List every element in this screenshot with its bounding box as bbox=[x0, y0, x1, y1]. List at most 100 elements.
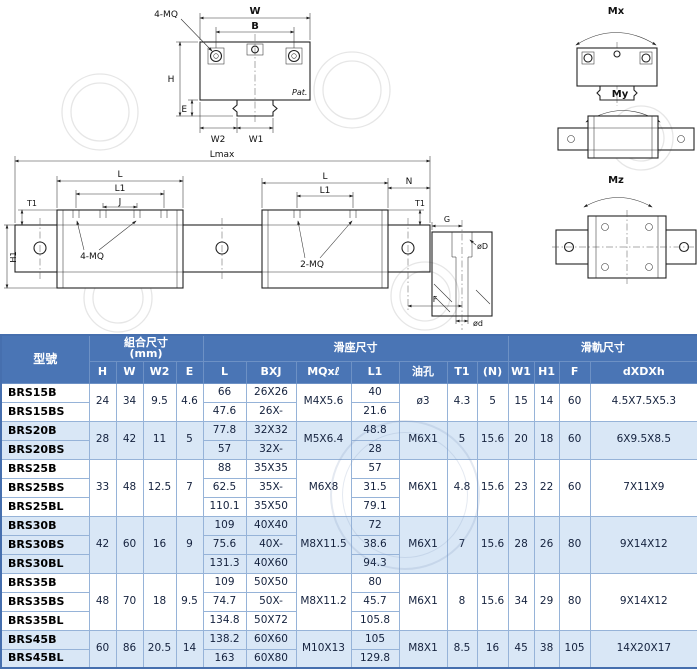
spec-cell: 129.8 bbox=[350, 648, 400, 669]
column-header: W1 bbox=[507, 360, 535, 384]
spec-cell: 134.8 bbox=[202, 610, 247, 631]
spec-cell: 33 bbox=[88, 458, 117, 517]
dim-label-dia-D: øD bbox=[477, 242, 488, 251]
spec-cell: 60 bbox=[88, 629, 117, 669]
spec-cell: 74.7 bbox=[202, 591, 247, 612]
mx-label: Mx bbox=[608, 6, 625, 17]
spec-cell: 11 bbox=[142, 420, 177, 460]
spec-cell: M6X1 bbox=[398, 572, 448, 631]
spec-cell: 9X14X12 bbox=[589, 515, 697, 574]
spec-cell: 8.5 bbox=[446, 629, 478, 669]
dim-label-j: J bbox=[118, 198, 122, 208]
model-cell: BRS15B bbox=[0, 382, 90, 403]
spec-cell: 70 bbox=[115, 572, 144, 631]
spec-cell: 75.6 bbox=[202, 534, 247, 555]
spec-cell: 9.5 bbox=[142, 382, 177, 422]
spec-cell: 40X40 bbox=[245, 515, 297, 536]
model-cell: BRS30B bbox=[0, 515, 90, 536]
spec-cell: 62.5 bbox=[202, 477, 247, 498]
spec-cell: 86 bbox=[115, 629, 144, 669]
model-cell: BRS45B bbox=[0, 629, 90, 650]
spec-cell: 138.2 bbox=[202, 629, 247, 650]
column-header: BXJ bbox=[245, 360, 297, 384]
spec-cell: 4.8 bbox=[446, 458, 478, 517]
spec-cell: 50X- bbox=[245, 591, 297, 612]
spec-cell: 57 bbox=[350, 458, 400, 479]
rail-group-header: 滑軌尺寸 bbox=[507, 334, 697, 362]
model-cell: BRS35BL bbox=[0, 610, 90, 631]
column-header: L bbox=[202, 360, 247, 384]
dim-label-h: H bbox=[168, 75, 175, 85]
spec-cell: 28 bbox=[507, 515, 535, 574]
model-cell: BRS25BS bbox=[0, 477, 90, 498]
spec-cell: 38 bbox=[533, 629, 560, 669]
spec-cell: 26 bbox=[533, 515, 560, 574]
header-line: (mm) bbox=[129, 347, 163, 361]
model-cell: BRS20BS bbox=[0, 439, 90, 460]
spec-cell: 109 bbox=[202, 572, 247, 593]
dim-label-dia-d: ød bbox=[473, 319, 483, 328]
dim-label-e: E bbox=[181, 105, 187, 115]
spec-cell: M4X5.6 bbox=[295, 382, 352, 422]
spec-cell: 42 bbox=[88, 515, 117, 574]
spec-cell: 14X20X17 bbox=[589, 629, 697, 669]
spec-cell: 34 bbox=[507, 572, 535, 631]
column-header: MQxℓ bbox=[295, 360, 352, 384]
column-header: W2 bbox=[142, 360, 177, 384]
block1-hole-marks bbox=[72, 210, 168, 218]
spec-cell: 72 bbox=[350, 515, 400, 536]
dim-label-lmax: Lmax bbox=[210, 150, 235, 160]
model-cell: BRS15BS bbox=[0, 401, 90, 422]
spec-cell: 15.6 bbox=[476, 458, 509, 517]
spec-cell: 60 bbox=[558, 420, 591, 460]
dim-label-w1: W1 bbox=[249, 135, 264, 145]
spec-cell: M8X1 bbox=[398, 629, 448, 669]
spec-cell: 28 bbox=[88, 420, 117, 460]
spec-cell: 9.5 bbox=[175, 572, 204, 631]
spec-cell: 16 bbox=[476, 629, 509, 669]
column-header: F bbox=[558, 360, 591, 384]
spec-cell: 4.3 bbox=[446, 382, 478, 422]
dim-label-w: W bbox=[249, 6, 260, 17]
spec-cell: 4.5X7.5X5.3 bbox=[589, 382, 697, 422]
spec-cell: 20.5 bbox=[142, 629, 177, 669]
column-header: dXDXh bbox=[589, 360, 697, 384]
dim-label-b: B bbox=[251, 21, 259, 32]
spec-cell: 60 bbox=[558, 382, 591, 422]
spec-cell: M6X1 bbox=[398, 515, 448, 574]
assembly-group-header: 組合尺寸(mm) bbox=[88, 334, 204, 362]
model-cell: BRS45BL bbox=[0, 648, 90, 669]
model-column-header: 型號 bbox=[0, 334, 90, 384]
spec-cell: 60 bbox=[115, 515, 144, 574]
spec-cell: 34 bbox=[115, 382, 144, 422]
spec-cell: 48 bbox=[88, 572, 117, 631]
spec-cell: 88 bbox=[202, 458, 247, 479]
spec-cell: 9 bbox=[175, 515, 204, 574]
spec-cell: 131.3 bbox=[202, 553, 247, 574]
spec-cell: 50X50 bbox=[245, 572, 297, 593]
spec-cell: 29 bbox=[533, 572, 560, 631]
spec-cell: 50X72 bbox=[245, 610, 297, 631]
pat-label: Pat. bbox=[292, 88, 307, 97]
spec-cell: 60X60 bbox=[245, 629, 297, 650]
spec-cell: 26X26 bbox=[245, 382, 297, 403]
spec-cell: 48.8 bbox=[350, 420, 400, 441]
mz-label: Mz bbox=[608, 175, 624, 186]
spec-cell: M8X11.2 bbox=[295, 572, 352, 631]
spec-cell: 18 bbox=[533, 420, 560, 460]
spec-cell: 12.5 bbox=[142, 458, 177, 517]
mz-diagram: Mz bbox=[552, 175, 697, 284]
mx-diagram: Mx bbox=[575, 6, 658, 106]
spec-cell: M10X13 bbox=[295, 629, 352, 669]
model-cell: BRS35BS bbox=[0, 591, 90, 612]
my-diagram: My bbox=[557, 89, 695, 159]
dim-label-l1-left: L1 bbox=[115, 184, 126, 194]
spec-cell: 35X50 bbox=[245, 496, 297, 517]
